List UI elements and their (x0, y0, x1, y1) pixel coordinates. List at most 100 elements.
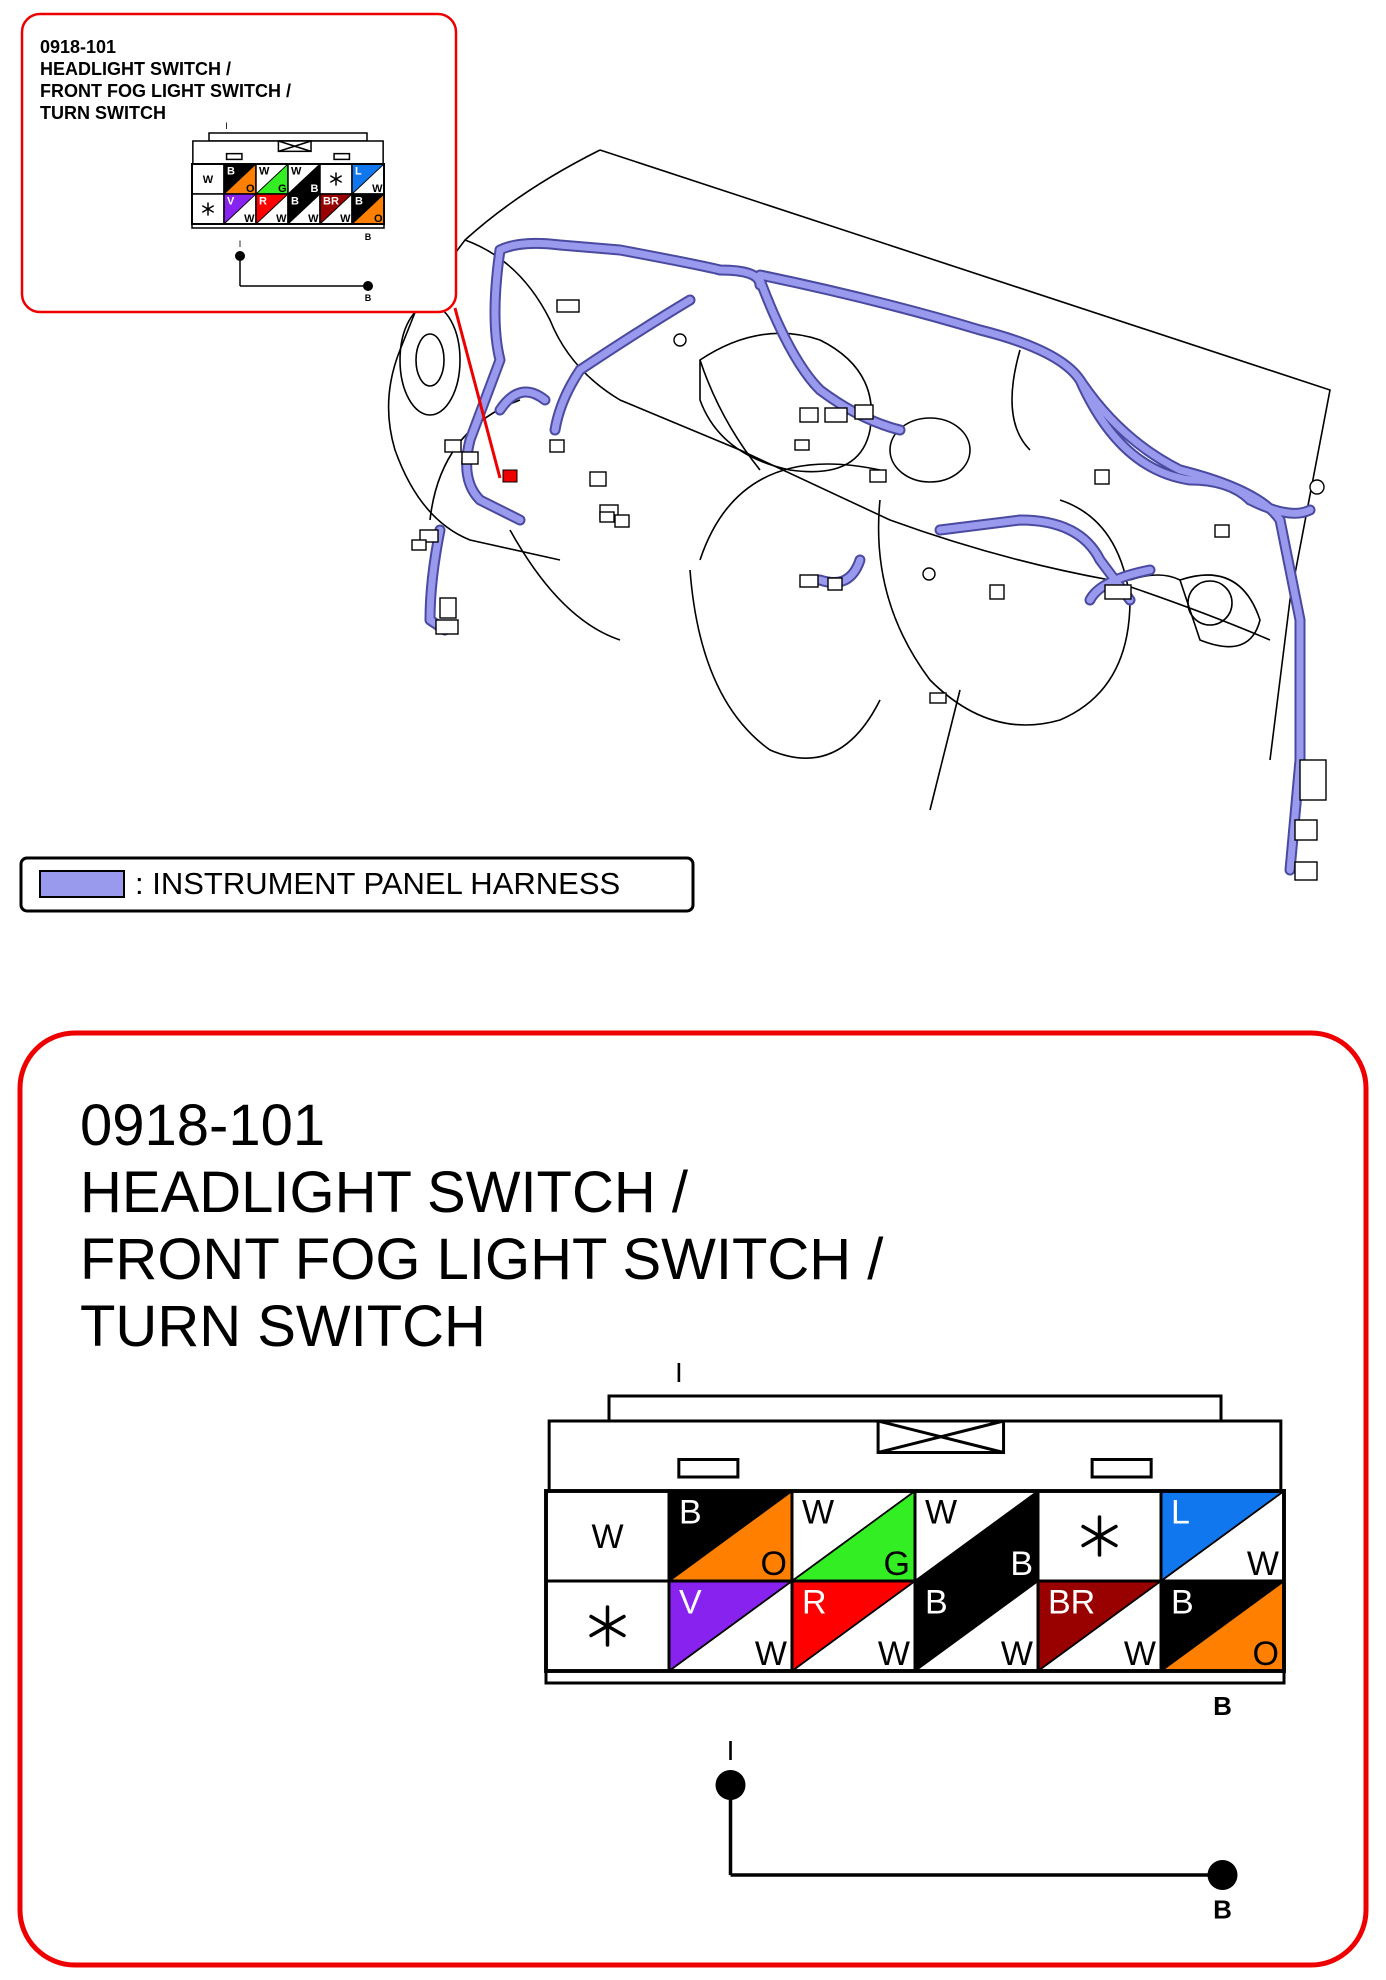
housing-color-letter: B (365, 232, 372, 242)
terminal-cell: BO (223, 163, 257, 195)
pin-label-start: I (727, 1735, 735, 1766)
connector-name-line-2-small: FRONT FOG LIGHT SWITCH / (40, 81, 291, 101)
wire-color-main: BR (1048, 1583, 1095, 1621)
wire-color-main: W (802, 1493, 834, 1531)
terminal-cell (544, 1579, 671, 1673)
connector-name-line-1-small: HEADLIGHT SWITCH / (40, 59, 231, 79)
wire-color-main: B (925, 1583, 948, 1621)
connector-top-mark: I (225, 121, 228, 131)
terminal-cell: BR W (1036, 1579, 1163, 1673)
unused-terminal-icon (202, 202, 214, 216)
terminal-cell: VW (667, 1579, 794, 1673)
terminal-cell: WG (790, 1489, 917, 1583)
wire-color-stripe: O (374, 213, 383, 225)
harness-connectors (411, 299, 1327, 881)
terminal-cell: VW (223, 193, 257, 225)
terminal-cell: W (544, 1489, 671, 1583)
terminal-cell: LW (1159, 1489, 1286, 1583)
terminal-cell: WG (255, 163, 289, 195)
terminal-cell: RW (255, 193, 289, 225)
wire-color-main: V (227, 195, 235, 207)
terminal-cell (1036, 1489, 1163, 1583)
terminal-cell: BO (1159, 1579, 1286, 1673)
unused-terminal-icon (1081, 1515, 1118, 1557)
wire-color-stripe: O (1253, 1635, 1279, 1673)
wire-color-main: B (355, 195, 363, 207)
terminal-cell: BO (351, 193, 385, 225)
terminal-cell: W (191, 163, 225, 195)
housing-lock-tab (208, 132, 368, 142)
housing-slot-left (677, 1458, 740, 1479)
housing-bottom-lip (191, 224, 385, 229)
wire-color-stripe: W (1247, 1545, 1279, 1583)
wire-color-stripe: W (878, 1635, 910, 1673)
connector-name-line-1: HEADLIGHT SWITCH / (80, 1160, 688, 1225)
wire-color-stripe: W (755, 1635, 787, 1673)
wire-color-main: B (227, 165, 235, 177)
wire-color-stripe: G (884, 1545, 910, 1583)
terminal-cell: RW (790, 1579, 917, 1673)
housing-slot-right (333, 152, 351, 161)
wire-color-stripe: W (340, 213, 351, 225)
wire-color-stripe: W (1124, 1635, 1156, 1673)
wire-color-main: R (802, 1583, 827, 1621)
unused-terminal-icon (589, 1605, 626, 1647)
wire-color-stripe: B (1010, 1545, 1033, 1583)
pin-dot-end (363, 281, 373, 291)
wire-color-main: B (291, 195, 299, 207)
connector-face (544, 1489, 1286, 1673)
housing-slot-left (225, 152, 243, 161)
wire-color-stripe: G (278, 183, 287, 195)
pin-label-end: B (365, 293, 372, 303)
housing-slot-right (1090, 1458, 1153, 1479)
connector-location-marker (502, 469, 518, 483)
connector-name-line-2: FRONT FOG LIGHT SWITCH / (80, 1227, 884, 1292)
wire-color-main: B (1171, 1583, 1194, 1621)
unused-terminal-icon (330, 172, 342, 186)
wire-color-label: W (203, 174, 214, 186)
terminal-cell: BW (287, 193, 321, 225)
connector-code-small: 0918-101 (40, 37, 117, 57)
pin-dot-start (235, 251, 245, 261)
wire-color-main: W (259, 165, 270, 177)
wire-color-stripe: O (761, 1545, 787, 1583)
wire-color-stripe: B (311, 183, 319, 195)
wire-color-main: L (355, 165, 362, 177)
pin-label-end: B (1213, 1895, 1232, 1925)
wire-color-main: BR (323, 195, 339, 207)
wire-color-main: L (1171, 1493, 1190, 1531)
pin-label-start: I (239, 239, 242, 249)
instrument-panel-harness (424, 237, 1316, 876)
terminal-cell: BRW (319, 193, 353, 225)
connector-face (191, 163, 385, 225)
wire-color-stripe: W (276, 213, 287, 225)
wire-color-main: B (679, 1493, 702, 1531)
connector-code: 0918-101 (80, 1093, 326, 1158)
terminal-cell: BW (913, 1579, 1040, 1673)
wire-color-stripe: W (1001, 1635, 1033, 1673)
legend-box (19, 856, 695, 913)
wire-color-stripe: O (246, 183, 255, 195)
detail-title: 0918-101 HEADLIGHT SWITCH / FRONT FOG LI… (80, 1092, 883, 1360)
harness-legend-swatch (39, 870, 125, 898)
housing-lock-tab (607, 1394, 1223, 1423)
housing-color-letter: B (1213, 1691, 1232, 1721)
wire-color-main: W (291, 165, 302, 177)
wire-color-main: R (259, 195, 267, 207)
small-callout-title: 0918-101 HEADLIGHT SWITCH / FRONT FOG LI… (40, 36, 291, 124)
wire-color-stripe: W (372, 183, 383, 195)
connector-name-line-3-small: TURN SWITCH (40, 103, 166, 123)
wire-color-main: W (925, 1493, 957, 1531)
wire-color-label: W (591, 1518, 623, 1556)
terminal-cell: LW (351, 163, 385, 195)
wire-color-stripe: W (308, 213, 319, 225)
terminal-cell (319, 163, 353, 195)
terminal-cell: WB (287, 163, 321, 195)
pin-dot-end (1207, 1860, 1238, 1890)
wire-color-main: V (679, 1583, 702, 1621)
terminal-cell (191, 193, 225, 225)
